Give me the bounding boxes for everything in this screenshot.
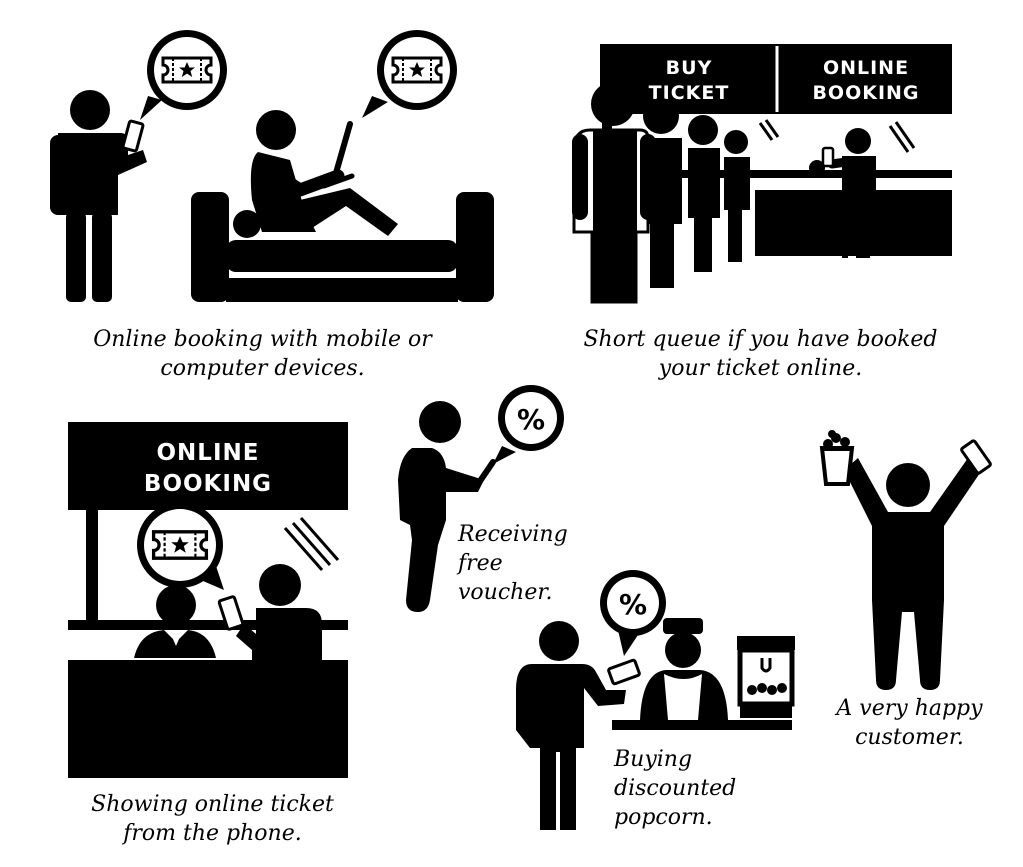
caption-online-booking: Online booking with mobile or computer d… [93, 327, 432, 381]
buy-sign-line1: BUY [666, 57, 713, 79]
stick-figure-icon [134, 585, 216, 658]
stick-figure-icon [844, 458, 982, 690]
popcorn-machine-icon [737, 636, 795, 718]
ticket-bubble [362, 30, 457, 118]
sofa-icon [191, 192, 494, 302]
caption-discounted-popcorn: Buying discounted popcorn. [614, 747, 737, 830]
stick-figure-icon [640, 618, 728, 720]
online-sign-line1: ONLINE [823, 57, 909, 79]
stick-figure-icon [236, 564, 322, 778]
stick-figure-icon [572, 82, 750, 304]
popcorn-icon [819, 430, 855, 486]
booking-sign-line1: ONLINE [157, 440, 260, 466]
laptop-icon [321, 121, 355, 189]
ticket-icon [161, 56, 213, 84]
online-booking-sign: ONLINE BOOKING [68, 422, 348, 510]
caption-short-queue: Short queue if you have booked your tick… [583, 327, 938, 381]
percent-icon: % [517, 403, 545, 436]
caption-showing-ticket: Showing online ticket from the phone. [91, 792, 334, 846]
percent-bubble: % [600, 570, 666, 656]
booking-sign-line2: BOOKING [144, 471, 272, 497]
phone-icon [821, 146, 835, 168]
ticket-icon [151, 530, 209, 560]
stick-figure-icon [809, 128, 876, 258]
percent-bubble: % [493, 385, 564, 464]
stick-figure-icon [50, 90, 147, 302]
ticket-icon [391, 56, 443, 84]
percent-icon: % [619, 588, 647, 621]
panel-discounted-popcorn: % [516, 570, 795, 830]
ticket-bubble [140, 30, 227, 120]
panel-free-voucher: % [398, 385, 564, 612]
panel-happy-customer [819, 430, 992, 690]
stick-figure-icon [233, 110, 398, 238]
buy-sign-line2: TICKET [649, 82, 730, 104]
panel-online-booking [50, 30, 494, 302]
online-sign-line2: BOOKING [812, 82, 919, 104]
phone-icon [960, 439, 992, 475]
caption-free-voucher: Receiving free voucher. [458, 522, 568, 605]
panel-short-queue: BUY TICKET ONLINE BOOKING [572, 44, 952, 304]
caption-happy-customer: A very happy customer. [836, 696, 983, 750]
stick-figure-icon [398, 401, 496, 612]
panel-showing-ticket: ONLINE BOOKING [68, 422, 348, 778]
phone-icon [607, 658, 641, 686]
stick-figure-icon [516, 621, 626, 830]
phone-icon [121, 119, 145, 153]
phone-icon [217, 595, 245, 631]
ticket-bubble [137, 502, 224, 590]
